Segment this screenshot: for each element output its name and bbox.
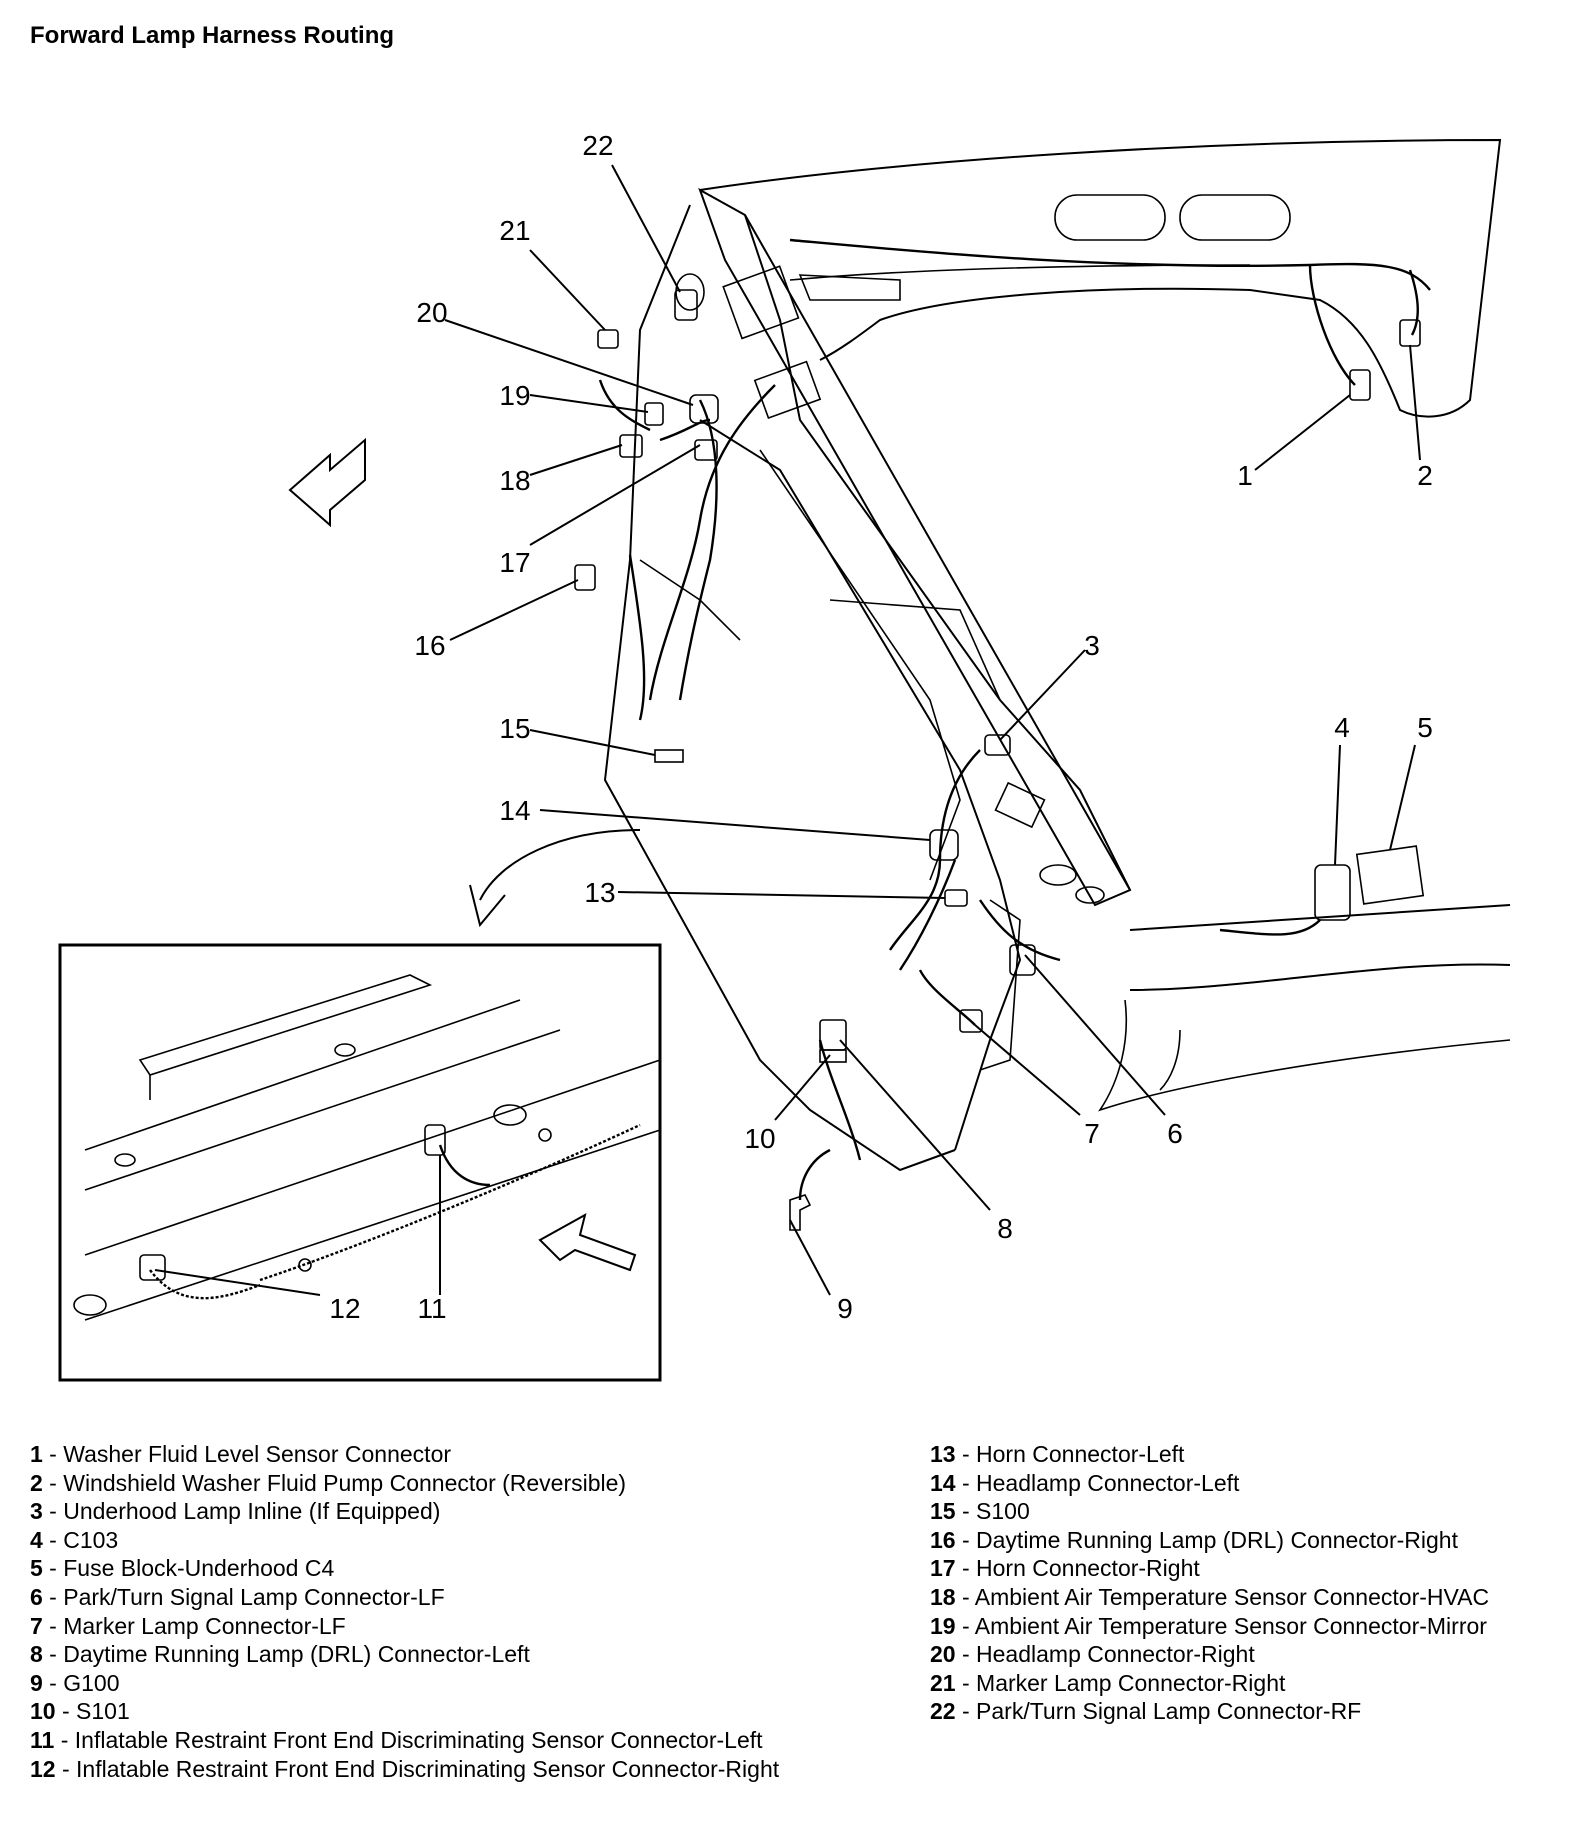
connector-17-shape <box>694 439 718 461</box>
callout-10: 10 <box>744 1123 775 1154</box>
connector-11-shape <box>424 1124 446 1156</box>
callout-6: 6 <box>1167 1118 1183 1149</box>
legend-item: 7 - Marker Lamp Connector-LF <box>30 1612 346 1639</box>
callout-1: 1 <box>1237 460 1253 491</box>
legend-right: 13 - Horn Connector-Left 14 - Headlamp C… <box>930 1440 1489 1726</box>
inset-detail <box>58 943 662 1382</box>
connector-21-shape <box>597 329 619 349</box>
legend-item: 10 - S101 <box>30 1698 130 1725</box>
legend-item: 17 - Horn Connector-Right <box>930 1555 1200 1582</box>
legend-item: 14 - Headlamp Connector-Left <box>930 1469 1240 1496</box>
legend-item: 6 - Park/Turn Signal Lamp Connector-LF <box>30 1583 445 1610</box>
connector-18-shape <box>619 434 643 458</box>
splice-10-shape <box>819 1049 847 1063</box>
c103-shape <box>1314 864 1351 921</box>
curved-arrow-icon <box>479 829 641 901</box>
callout-2: 2 <box>1417 460 1433 491</box>
connectors <box>574 289 1421 1231</box>
leader-lines <box>154 164 1421 1296</box>
callout-12: 12 <box>329 1293 360 1324</box>
legend-item: 18 - Ambient Air Temperature Sensor Conn… <box>930 1583 1490 1610</box>
callout-14: 14 <box>499 795 530 826</box>
callout-13: 13 <box>584 877 615 908</box>
legend-item: 22 - Park/Turn Signal Lamp Connector-RF <box>930 1698 1362 1725</box>
connector-8-shape <box>819 1019 847 1051</box>
callout-16: 16 <box>414 630 445 661</box>
callout-7: 7 <box>1084 1118 1100 1149</box>
callout-21: 21 <box>499 215 530 246</box>
legend-item: 3 - Underhood Lamp Inline (If Equipped) <box>30 1498 441 1525</box>
legend-item: 19 - Ambient Air Temperature Sensor Conn… <box>930 1612 1487 1639</box>
wiring-harness <box>598 238 1431 1201</box>
legend-item: 12 - Inflatable Restraint Front End Disc… <box>30 1755 780 1782</box>
connector-3-shape <box>984 734 1011 756</box>
connector-20-shape <box>689 394 719 424</box>
connector-13-shape <box>944 889 968 907</box>
callout-11: 11 <box>417 1293 446 1324</box>
callout-22: 22 <box>582 130 613 161</box>
radiator-support <box>603 187 1132 1172</box>
legend-item: 2 - Windshield Washer Fluid Pump Connect… <box>30 1469 627 1496</box>
legend-item: 16 - Daytime Running Lamp (DRL) Connecto… <box>930 1526 1458 1553</box>
callout-8: 8 <box>997 1213 1013 1244</box>
connector-16-shape <box>574 564 596 591</box>
legend-item: 8 - Daytime Running Lamp (DRL) Connector… <box>30 1641 530 1668</box>
callout-3: 3 <box>1084 630 1100 661</box>
callout-5: 5 <box>1417 712 1433 743</box>
callout-20: 20 <box>416 297 447 328</box>
legend-item: 11 - Inflatable Restraint Front End Disc… <box>30 1726 763 1753</box>
inset-frame <box>58 943 662 1382</box>
legend-item: 4 - C103 <box>30 1526 119 1553</box>
connector-6-shape <box>1009 944 1036 976</box>
legend-item: 20 - Headlamp Connector-Right <box>930 1641 1255 1668</box>
callout-numbers: 1 2 3 4 5 6 7 8 9 10 11 12 13 14 15 16 1… <box>329 130 1432 1324</box>
callout-18: 18 <box>499 465 530 496</box>
curved-arrowhead-icon <box>469 884 506 928</box>
callout-4: 4 <box>1334 712 1350 743</box>
legend-item: 13 - Horn Connector-Left <box>930 1441 1185 1467</box>
legend-item: 5 - Fuse Block-Underhood C4 <box>30 1555 335 1582</box>
callout-9: 9 <box>837 1293 853 1324</box>
connector-19-shape <box>644 402 664 426</box>
legend-item: 15 - S100 <box>930 1498 1030 1525</box>
legend-left: 1 - Washer Fluid Level Sensor Connector … <box>30 1440 779 1783</box>
splice-15-shape <box>654 749 684 763</box>
fender-panel <box>699 138 1502 418</box>
harness-diagram: 1 2 3 4 5 6 7 8 9 10 11 12 13 14 15 16 1… <box>58 130 1511 1382</box>
legend-item: 1 - Washer Fluid Level Sensor Connector <box>30 1441 452 1467</box>
connector-1-shape <box>1349 369 1371 401</box>
direction-arrows <box>288 437 641 1272</box>
callout-15: 15 <box>499 713 530 744</box>
callout-17: 17 <box>499 547 530 578</box>
legend-item: 21 - Marker Lamp Connector-Right <box>930 1669 1286 1696</box>
inset-arrow-icon <box>538 1213 637 1272</box>
connector-22-shape <box>674 289 698 321</box>
connector-7-shape <box>959 1009 983 1033</box>
fuse-block-shape <box>1355 845 1425 905</box>
connector-12-shape <box>139 1254 166 1281</box>
lower-body <box>1098 845 1511 1112</box>
callout-19: 19 <box>499 380 530 411</box>
ground-9-shape <box>789 1194 812 1231</box>
forward-arrow-icon <box>288 437 366 528</box>
legend-item: 9 - G100 <box>30 1669 120 1696</box>
connector-14-shape <box>929 829 959 861</box>
diagram-title: Forward Lamp Harness Routing <box>30 22 395 49</box>
